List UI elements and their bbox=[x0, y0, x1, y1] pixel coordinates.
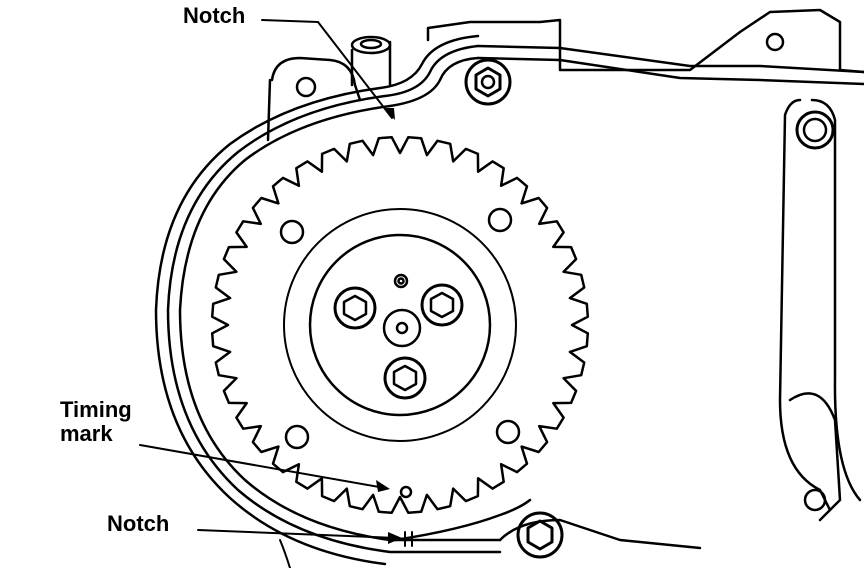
leader-notch-bottom bbox=[197, 529, 399, 539]
timing-mark-label: Timing mark bbox=[60, 397, 132, 447]
timing-mark-label-line1: Timing bbox=[60, 397, 132, 422]
notch-top-label: Notch bbox=[183, 3, 246, 28]
hub-center-hole bbox=[395, 321, 409, 335]
sprocket-hole bbox=[487, 207, 513, 233]
timing-mark-dot bbox=[399, 485, 413, 499]
sprocket-hole bbox=[279, 219, 305, 245]
right-cover-section bbox=[778, 98, 862, 522]
hub-bolts bbox=[333, 273, 464, 400]
engine-cover-outline bbox=[266, 8, 864, 142]
dowel-pin bbox=[393, 273, 409, 289]
belt-cover-edges bbox=[154, 34, 864, 566]
leader-timing-mark bbox=[139, 444, 386, 489]
camshaft-sprocket bbox=[279, 207, 521, 450]
lower-notch-marks bbox=[404, 531, 413, 547]
timing-mark-label-line2: mark bbox=[60, 421, 113, 447]
sprocket-teeth bbox=[210, 135, 590, 515]
cover-lower-edge bbox=[279, 539, 291, 568]
hub-bolt bbox=[420, 283, 464, 327]
leader-lines bbox=[139, 19, 402, 544]
leader-notch-top bbox=[261, 19, 393, 119]
upper-cover-bolt bbox=[464, 58, 512, 106]
hub-bolt bbox=[383, 356, 427, 400]
sprocket-hole bbox=[495, 419, 521, 445]
sprocket-hole bbox=[284, 424, 310, 450]
lower-cover-bolt bbox=[498, 511, 702, 559]
hub-center bbox=[382, 308, 422, 348]
hub-bolt bbox=[333, 286, 377, 330]
notch-bottom-label: Notch bbox=[107, 511, 170, 536]
